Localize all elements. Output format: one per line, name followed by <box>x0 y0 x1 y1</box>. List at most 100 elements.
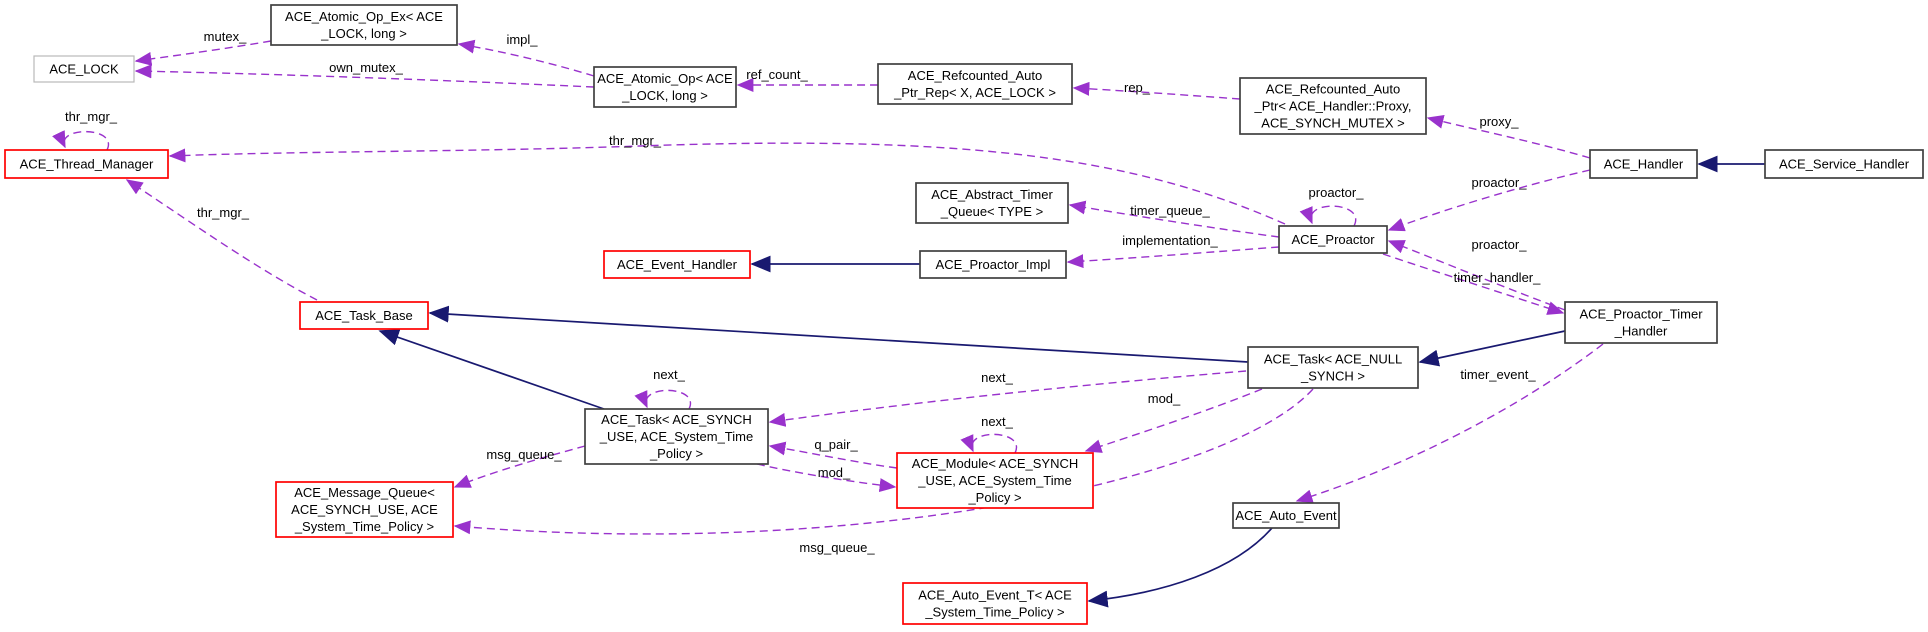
class-node-box-abstract_timer_queue[interactable] <box>915 182 1069 224</box>
edge-mutex <box>134 40 272 66</box>
class-node-box-message_queue[interactable] <box>275 481 454 538</box>
class-node-label-module-line0: ACE_Module< ACE_SYNCH <box>912 456 1079 471</box>
edge-label-next-null: next_ <box>981 370 1014 385</box>
edge-thr-mgr-proactor <box>168 142 1286 225</box>
class-node-task_null[interactable]: ACE_Task< ACE_NULL _SYNCH > <box>1247 346 1419 389</box>
class-node-label-refcounted_ptr-line1: _Ptr< ACE_Handler::Proxy, <box>1254 99 1412 114</box>
class-node-event_handler[interactable]: ACE_Event_Handler <box>603 250 751 279</box>
class-node-label-module-line2: _Policy > <box>967 490 1021 505</box>
class-node-abstract_timer_queue[interactable]: ACE_Abstract_Timer _Queue< TYPE > <box>915 182 1069 224</box>
class-node-auto_event_t[interactable]: ACE_Auto_Event_T< ACE_System_Time_Policy… <box>902 582 1088 625</box>
class-node-label-module-line1: _USE, ACE_System_Time <box>917 473 1071 488</box>
class-node-box-task_null[interactable] <box>1247 346 1419 389</box>
edge-label-q-pair: q_pair_ <box>814 437 858 452</box>
edge-msg-queue-synch <box>453 445 586 488</box>
class-node-refcounted_ptr[interactable]: ACE_Refcounted_Auto_Ptr< ACE_Handler::Pr… <box>1239 77 1427 135</box>
edge-inherit-pth-null <box>1418 330 1566 367</box>
edge-thr-mgr-task-base <box>125 179 318 301</box>
edge-label-layer: mutex_own_mutex_impl_ref_count_rep_proxy… <box>65 29 1541 555</box>
class-node-label-message_queue-line2: _System_Time_Policy > <box>294 519 434 534</box>
class-node-label-message_queue-line1: ACE_SYNCH_USE, ACE <box>291 502 438 517</box>
edge-label-implementation: implementation_ <box>1122 233 1218 248</box>
class-node-box-task_base[interactable] <box>299 301 429 330</box>
class-node-box-atomic_op[interactable] <box>593 66 737 108</box>
class-node-refcounted_rep[interactable]: ACE_Refcounted_Auto_Ptr_Rep< X, ACE_LOCK… <box>877 63 1073 105</box>
class-node-label-atomic_op-line1: _LOCK, long > <box>621 88 708 103</box>
class-node-label-message_queue-line0: ACE_Message_Queue< <box>294 485 435 500</box>
edge-label-proxy: proxy_ <box>1479 114 1519 129</box>
class-node-atomic_op[interactable]: ACE_Atomic_Op< ACE_LOCK, long > <box>593 66 737 108</box>
edge-next-null <box>768 370 1247 427</box>
class-node-box-event_handler[interactable] <box>603 250 751 279</box>
class-node-label-refcounted_rep-line1: _Ptr_Rep< X, ACE_LOCK > <box>893 85 1056 100</box>
class-node-proactor_timer_handler[interactable]: ACE_Proactor_Timer_Handler <box>1564 301 1718 344</box>
class-node-label-refcounted_ptr-line2: ACE_SYNCH_MUTEX > <box>1261 116 1404 131</box>
class-node-box-refcounted_rep[interactable] <box>877 63 1073 105</box>
class-node-thread_manager[interactable]: ACE_Thread_Manager <box>4 149 169 179</box>
class-node-label-event_handler-line0: ACE_Event_Handler <box>617 257 738 272</box>
class-node-task_synch[interactable]: ACE_Task< ACE_SYNCH _USE, ACE_System_Time… <box>584 408 769 465</box>
edge-label-next-synch-loop: next_ <box>653 367 686 382</box>
class-node-box-thread_manager[interactable] <box>4 149 169 179</box>
class-node-box-task_synch[interactable] <box>584 408 769 465</box>
class-node-box-auto_event[interactable] <box>1232 502 1340 529</box>
edge-inherit-auto-event <box>1087 527 1273 608</box>
edge-label-thr-mgr-proactor: thr_mgr_ <box>609 133 662 148</box>
edge-mod-null <box>1084 388 1263 453</box>
class-node-box-proactor_impl[interactable] <box>919 250 1067 279</box>
edge-implementation <box>1066 246 1280 269</box>
edge-proxy <box>1426 114 1591 159</box>
edge-label-timer-queue: timer_queue_ <box>1130 203 1210 218</box>
class-node-label-task_null-line0: ACE_Task< ACE_NULL <box>1264 352 1402 367</box>
class-node-label-task_synch-line1: _USE, ACE_System_Time <box>599 429 753 444</box>
class-node-lock[interactable]: ACE_LOCK <box>33 55 135 83</box>
class-node-label-abstract_timer_queue-line1: _Queue< TYPE > <box>940 204 1043 219</box>
class-node-label-proactor_impl-line0: ACE_Proactor_Impl <box>936 257 1051 272</box>
class-node-task_base[interactable]: ACE_Task_Base <box>299 301 429 330</box>
class-node-label-proactor-line0: ACE_Proactor <box>1291 232 1375 247</box>
class-node-handler[interactable]: ACE_Handler <box>1589 149 1698 179</box>
class-node-atomic_op_ex[interactable]: ACE_Atomic_Op_Ex< ACE_LOCK, long > <box>270 4 458 46</box>
edge-mod-synch <box>756 463 897 493</box>
edge-next-module-loop <box>960 433 1018 454</box>
edge-label-msg-queue-null: msg_queue_ <box>799 540 875 555</box>
class-node-label-thread_manager-line0: ACE_Thread_Manager <box>20 157 154 172</box>
edge-msg-queue-null <box>453 388 1314 535</box>
class-node-label-auto_event-line0: ACE_Auto_Event <box>1235 508 1337 523</box>
class-node-label-handler-line0: ACE_Handler <box>1604 157 1684 172</box>
class-node-label-task_null-line1: _SYNCH > <box>1300 369 1365 384</box>
class-node-box-atomic_op_ex[interactable] <box>270 4 458 46</box>
class-node-label-auto_event_t-line0: ACE_Auto_Event_T< ACE <box>918 588 1072 603</box>
class-node-module[interactable]: ACE_Module< ACE_SYNCH _USE, ACE_System_Ti… <box>896 452 1094 509</box>
edge-label-timer-handler: timer_handler_ <box>1454 270 1541 285</box>
edge-label-mod-null: mod_ <box>1148 391 1181 406</box>
edge-q-pair <box>768 441 898 469</box>
class-node-box-service_handler[interactable] <box>1764 149 1924 179</box>
class-node-box-module[interactable] <box>896 452 1094 509</box>
class-node-label-proactor_timer_handler-line1: _Handler <box>1614 324 1668 339</box>
class-node-box-handler[interactable] <box>1589 149 1698 179</box>
edge-label-next-module-loop: next_ <box>981 414 1014 429</box>
class-node-proactor_impl[interactable]: ACE_Proactor_Impl <box>919 250 1067 279</box>
class-node-label-lock-line0: ACE_LOCK <box>49 62 119 77</box>
edge-label-mutex: mutex_ <box>204 29 247 44</box>
class-node-service_handler[interactable]: ACE_Service_Handler <box>1764 149 1924 179</box>
class-node-box-proactor_timer_handler[interactable] <box>1564 301 1718 344</box>
class-node-box-lock[interactable] <box>33 55 135 83</box>
edge-label-thr-mgr-task-base: thr_mgr_ <box>197 205 250 220</box>
edge-proactor-pth <box>1387 240 1566 311</box>
class-node-label-task_synch-line0: ACE_Task< ACE_SYNCH <box>601 412 752 427</box>
class-node-box-auto_event_t[interactable] <box>902 582 1088 625</box>
class-node-label-abstract_timer_queue-line0: ACE_Abstract_Timer <box>931 187 1053 202</box>
class-node-label-atomic_op_ex-line0: ACE_Atomic_Op_Ex< ACE <box>285 9 443 24</box>
edge-layer <box>52 39 1765 608</box>
class-node-box-refcounted_ptr[interactable] <box>1239 77 1427 135</box>
class-node-proactor[interactable]: ACE_Proactor <box>1278 225 1388 254</box>
edge-label-ref-count: ref_count_ <box>746 67 808 82</box>
class-node-auto_event[interactable]: ACE_Auto_Event <box>1232 502 1340 529</box>
class-node-box-proactor[interactable] <box>1278 225 1388 254</box>
class-node-message_queue[interactable]: ACE_Message_Queue< ACE_SYNCH_USE, ACE _Sys… <box>275 481 454 538</box>
